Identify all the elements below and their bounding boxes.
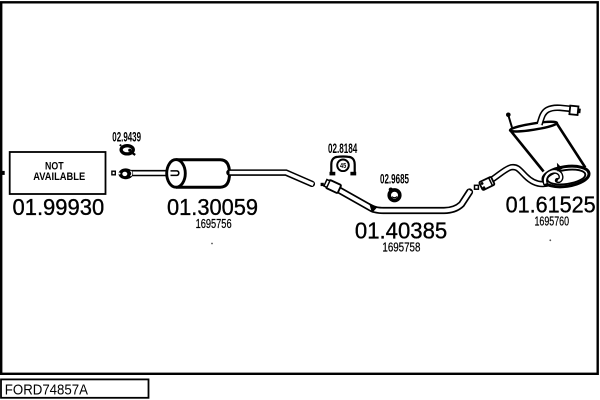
svg-text:1695758: 1695758 — [382, 240, 420, 255]
svg-text:02.9685: 02.9685 — [380, 170, 409, 186]
svg-text:01.30059: 01.30059 — [167, 194, 258, 220]
svg-text:02.8184: 02.8184 — [328, 140, 357, 156]
svg-text:01.40385: 01.40385 — [355, 218, 447, 244]
svg-text:FORD74857A: FORD74857A — [5, 382, 88, 398]
svg-text:AVAILABLE: AVAILABLE — [33, 171, 85, 183]
svg-text:NOT: NOT — [45, 160, 64, 172]
svg-text:45: 45 — [340, 163, 346, 170]
svg-text:1695760: 1695760 — [535, 213, 570, 228]
svg-text:02.9439: 02.9439 — [112, 129, 141, 145]
svg-text:1695756: 1695756 — [196, 216, 232, 231]
svg-text:01.61525: 01.61525 — [506, 192, 596, 218]
svg-text:01.99930: 01.99930 — [13, 194, 105, 220]
